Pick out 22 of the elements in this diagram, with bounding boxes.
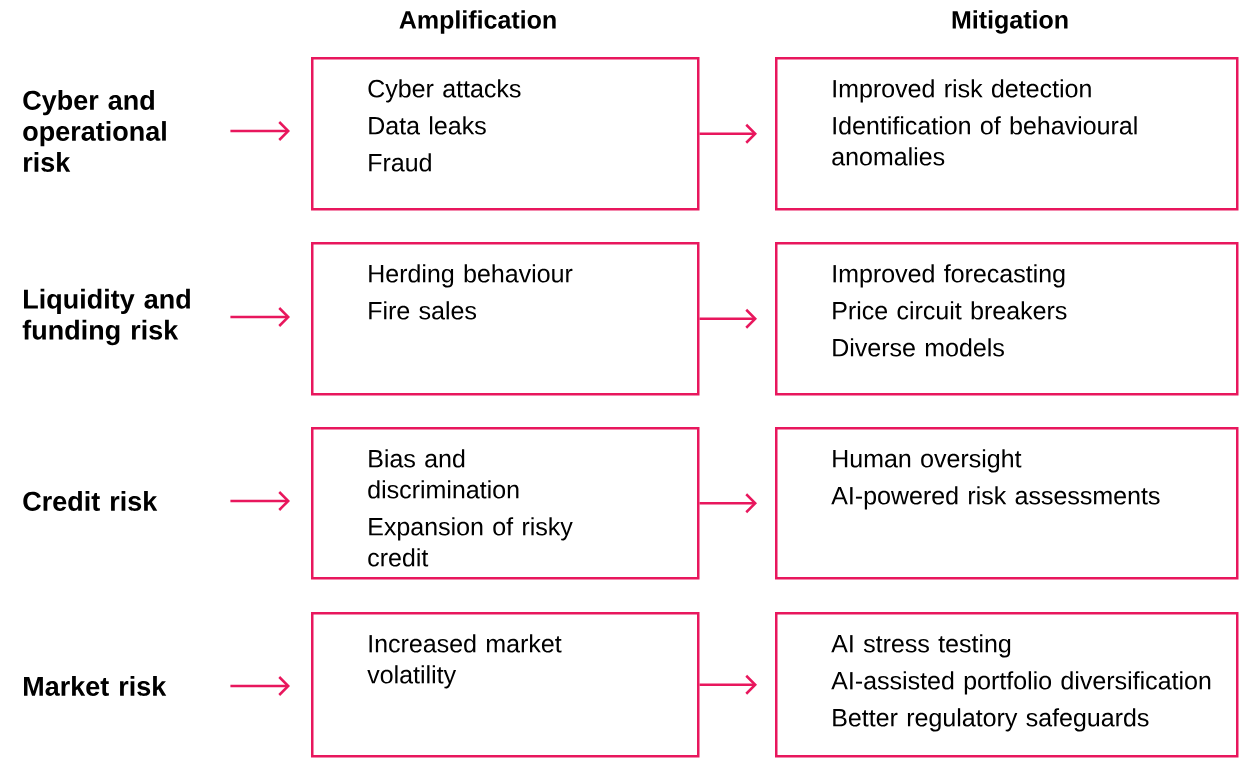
risk-label: Liquidity and funding risk [22,288,190,346]
text-box: AI stress testing AI-assisted portfolio diversification Better regulatory safeguards [775,612,1239,758]
text-box: Improved risk detection Identification of behavioural anomalies [775,57,1239,211]
arrow [230,491,290,511]
arrow [230,676,290,696]
column-heading: Mitigation [952,10,1068,34]
arrow [699,674,757,695]
text-box: Human oversight AI-powered risk assessments [775,427,1239,580]
risk-label: Market risk [24,676,167,696]
text-box: Herding behaviour Fire sales [311,242,700,396]
arrow [230,307,290,327]
text-box: Increased market volatility [311,612,700,758]
text-box: Bias and discrimination Expansion of risky credit [311,427,700,580]
text-box: Improved forecasting Price circuit breakers Diverse models [775,242,1239,396]
arrow [699,493,757,514]
risk-label: Credit risk [23,491,158,511]
arrow [230,121,290,141]
arrow [699,308,757,329]
arrow [699,123,757,144]
column-heading: Amplification [399,10,556,34]
risk-label: Cyber and operational risk [23,90,166,172]
text-box: Cyber attacks Data leaks Fraud [311,57,700,211]
